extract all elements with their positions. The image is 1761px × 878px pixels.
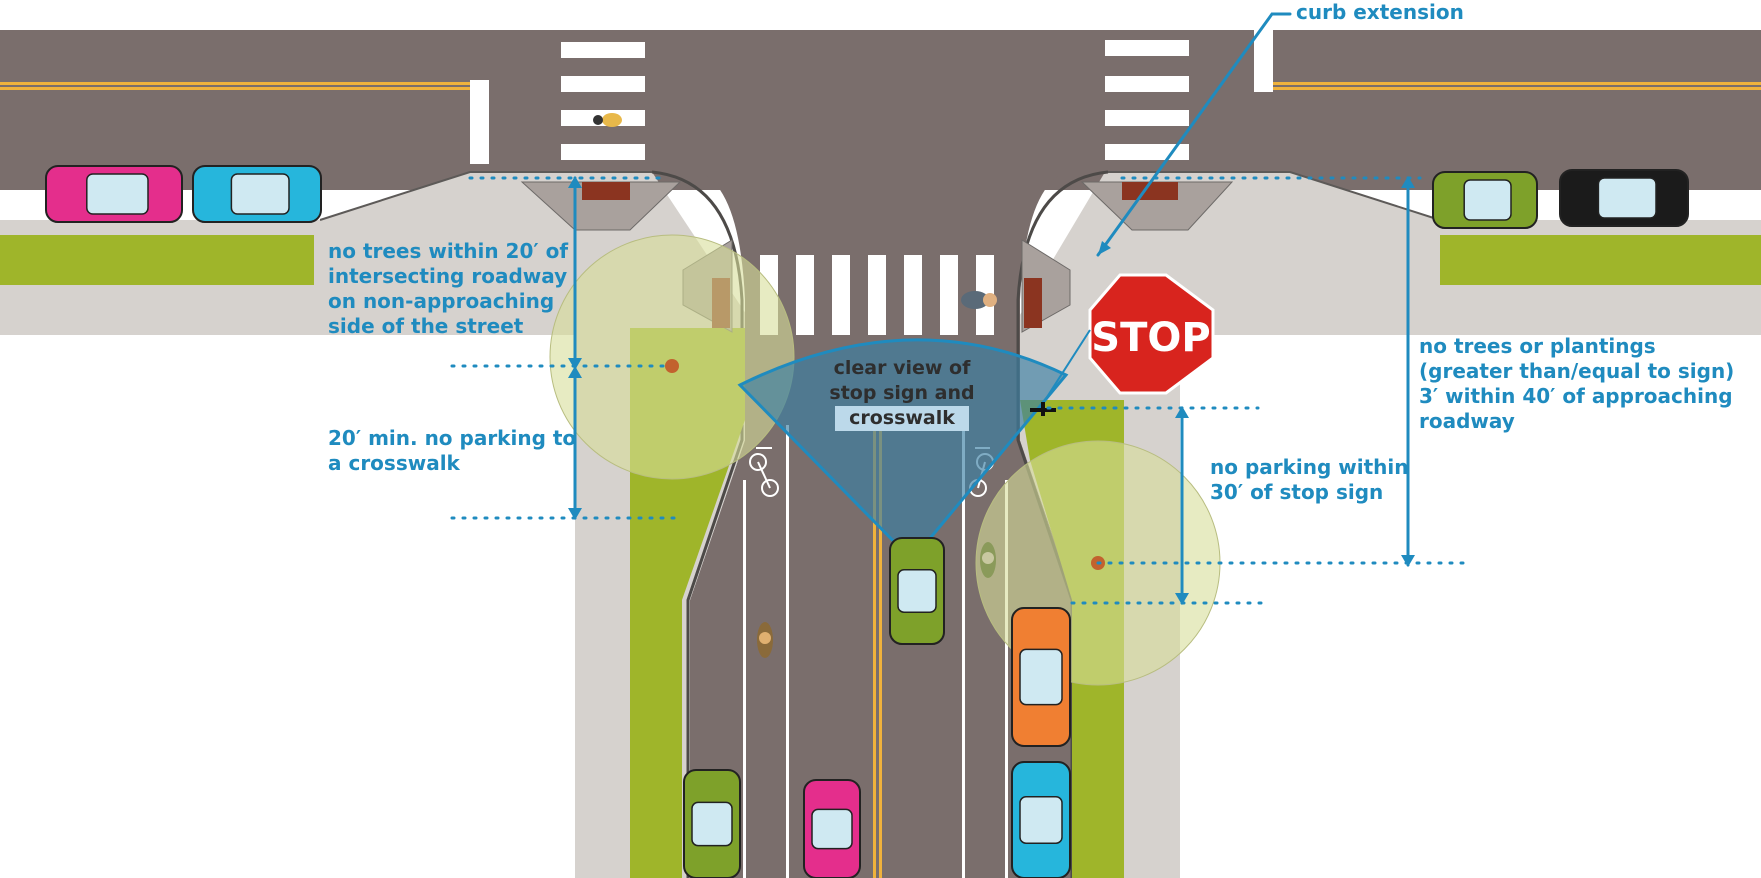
vehicle-car-8 [683,769,741,878]
curb-extension-text: curb extension [1296,0,1464,24]
no-trees-20-line1: no trees within 20′ of [328,239,569,263]
label-curb-extension: curb extension [1296,0,1464,25]
no-trees-sign-line4: roadway [1419,409,1515,433]
label-no-parking-stop: no parking within 30′ of stop sign [1210,455,1409,505]
no-trees-sign-line1: no trees or plantings [1419,334,1656,358]
no-trees-sign-line3: 3′ within 40′ of approaching [1419,384,1733,408]
cross-street-centerline [0,82,1761,90]
lane-markings [743,425,1008,878]
vehicles [45,165,1689,878]
cyclist-icon [757,542,996,658]
stop-bar-left [470,80,489,164]
stop-sign [1030,273,1215,416]
no-trees-sign-line2: (greater than/equal to sign) [1419,359,1735,383]
vehicle-car-3 [1432,171,1538,229]
no-parking-crosswalk-line1: 20′ min. no parking to [328,426,577,450]
vehicle-car-5 [889,537,945,645]
planting-strip-right-top [1440,235,1761,285]
label-no-trees-sign: no trees or plantings (greater than/equa… [1419,334,1734,434]
clear-view-line3: crosswalk [835,406,969,431]
tree-trunk-left [665,359,679,373]
planting-strip-left-top [0,235,314,285]
crosswalk-main [760,255,994,335]
vehicle-car-4 [1559,169,1689,227]
no-parking-crosswalk-line2: a crosswalk [328,451,460,475]
vehicle-car-9 [803,779,861,878]
vehicle-van-6 [1011,607,1071,747]
clear-view-line1: clear view of [833,357,971,379]
label-clear-view: clear view of stop sign and crosswalk [822,356,982,431]
clear-view-line2: stop sign and [829,382,975,404]
no-parking-stop-line2: 30′ of stop sign [1210,480,1384,504]
no-trees-20-line3: on non-approaching [328,289,555,313]
vehicle-car-1 [45,165,183,223]
no-trees-20-line2: intersecting roadway [328,264,568,288]
vehicle-car-2 [192,165,322,223]
no-parking-stop-line1: no parking within [1210,455,1409,479]
no-trees-20-line4: side of the street [328,314,524,338]
stop-sign-text: STOP [1091,315,1210,361]
clear-view-wedge [737,338,1069,563]
tree-canopy-left [549,234,795,480]
cross-street-asphalt [0,30,1761,190]
label-no-parking-crosswalk: 20′ min. no parking to a crosswalk [328,426,576,476]
pedestrian-icon [593,113,997,309]
vehicle-car-7 [1011,761,1071,878]
label-no-trees-20: no trees within 20′ of intersecting road… [328,239,568,339]
annotation-lines [568,12,1415,605]
dotted-guides [450,176,1472,605]
stop-bar-right [1254,30,1273,92]
